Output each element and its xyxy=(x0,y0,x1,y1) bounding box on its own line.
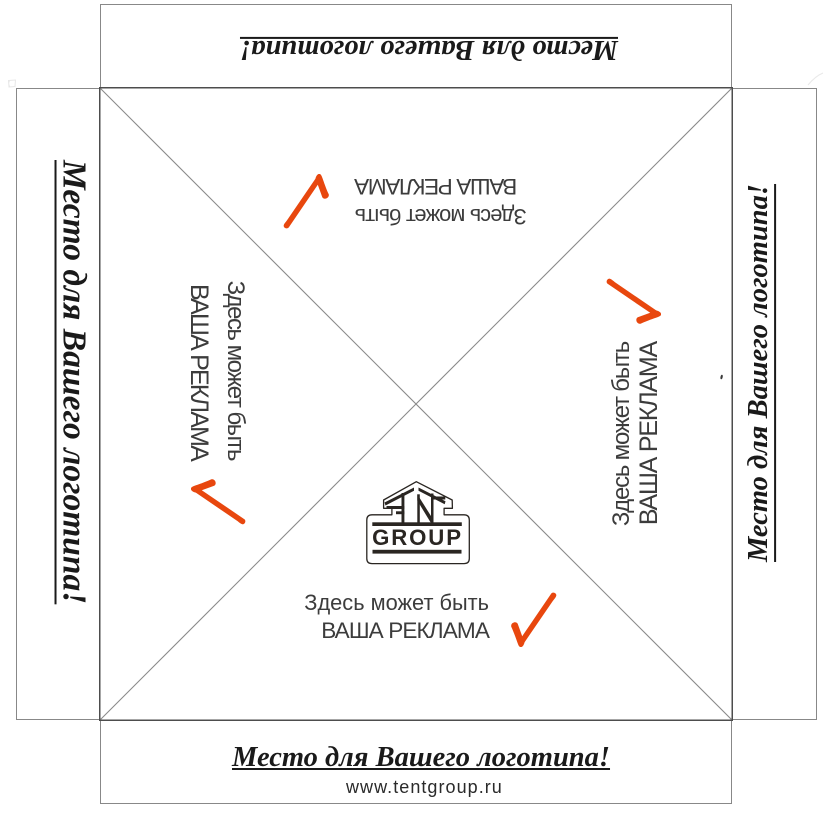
svg-text:GROUP: GROUP xyxy=(372,525,463,550)
